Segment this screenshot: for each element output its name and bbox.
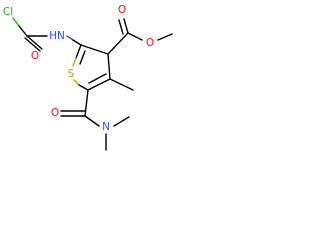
bond <box>80 44 109 55</box>
bond <box>123 18 129 34</box>
bond <box>87 78 111 91</box>
bond <box>12 17 20 27</box>
atom-label-n: N <box>102 121 110 133</box>
bond <box>84 115 100 127</box>
bond <box>107 32 129 55</box>
bond <box>84 89 89 117</box>
structure-diagram: Cl HN O O O S N O <box>3 4 173 151</box>
bond <box>73 79 80 86</box>
bond <box>24 37 41 52</box>
bond <box>18 25 28 37</box>
bond <box>113 116 130 127</box>
bond <box>157 33 173 41</box>
bond <box>72 39 82 46</box>
atom-label-cl: Cl <box>3 6 13 18</box>
bond <box>75 44 82 59</box>
bond <box>118 19 124 35</box>
bond <box>107 53 111 80</box>
bond <box>79 50 86 65</box>
atom-label-o: O <box>31 50 39 62</box>
bond <box>88 73 107 84</box>
bond <box>109 78 134 91</box>
atom-label-o: O <box>146 37 154 49</box>
bond <box>66 35 74 41</box>
bond <box>78 84 89 91</box>
atom-label-s: S <box>68 68 75 80</box>
bond <box>127 32 143 41</box>
atom-label-hn: HN <box>49 30 65 42</box>
atom-label-o: O <box>118 4 126 16</box>
atom-label-o: O <box>51 107 59 119</box>
bond <box>72 57 77 67</box>
bond <box>26 35 43 50</box>
